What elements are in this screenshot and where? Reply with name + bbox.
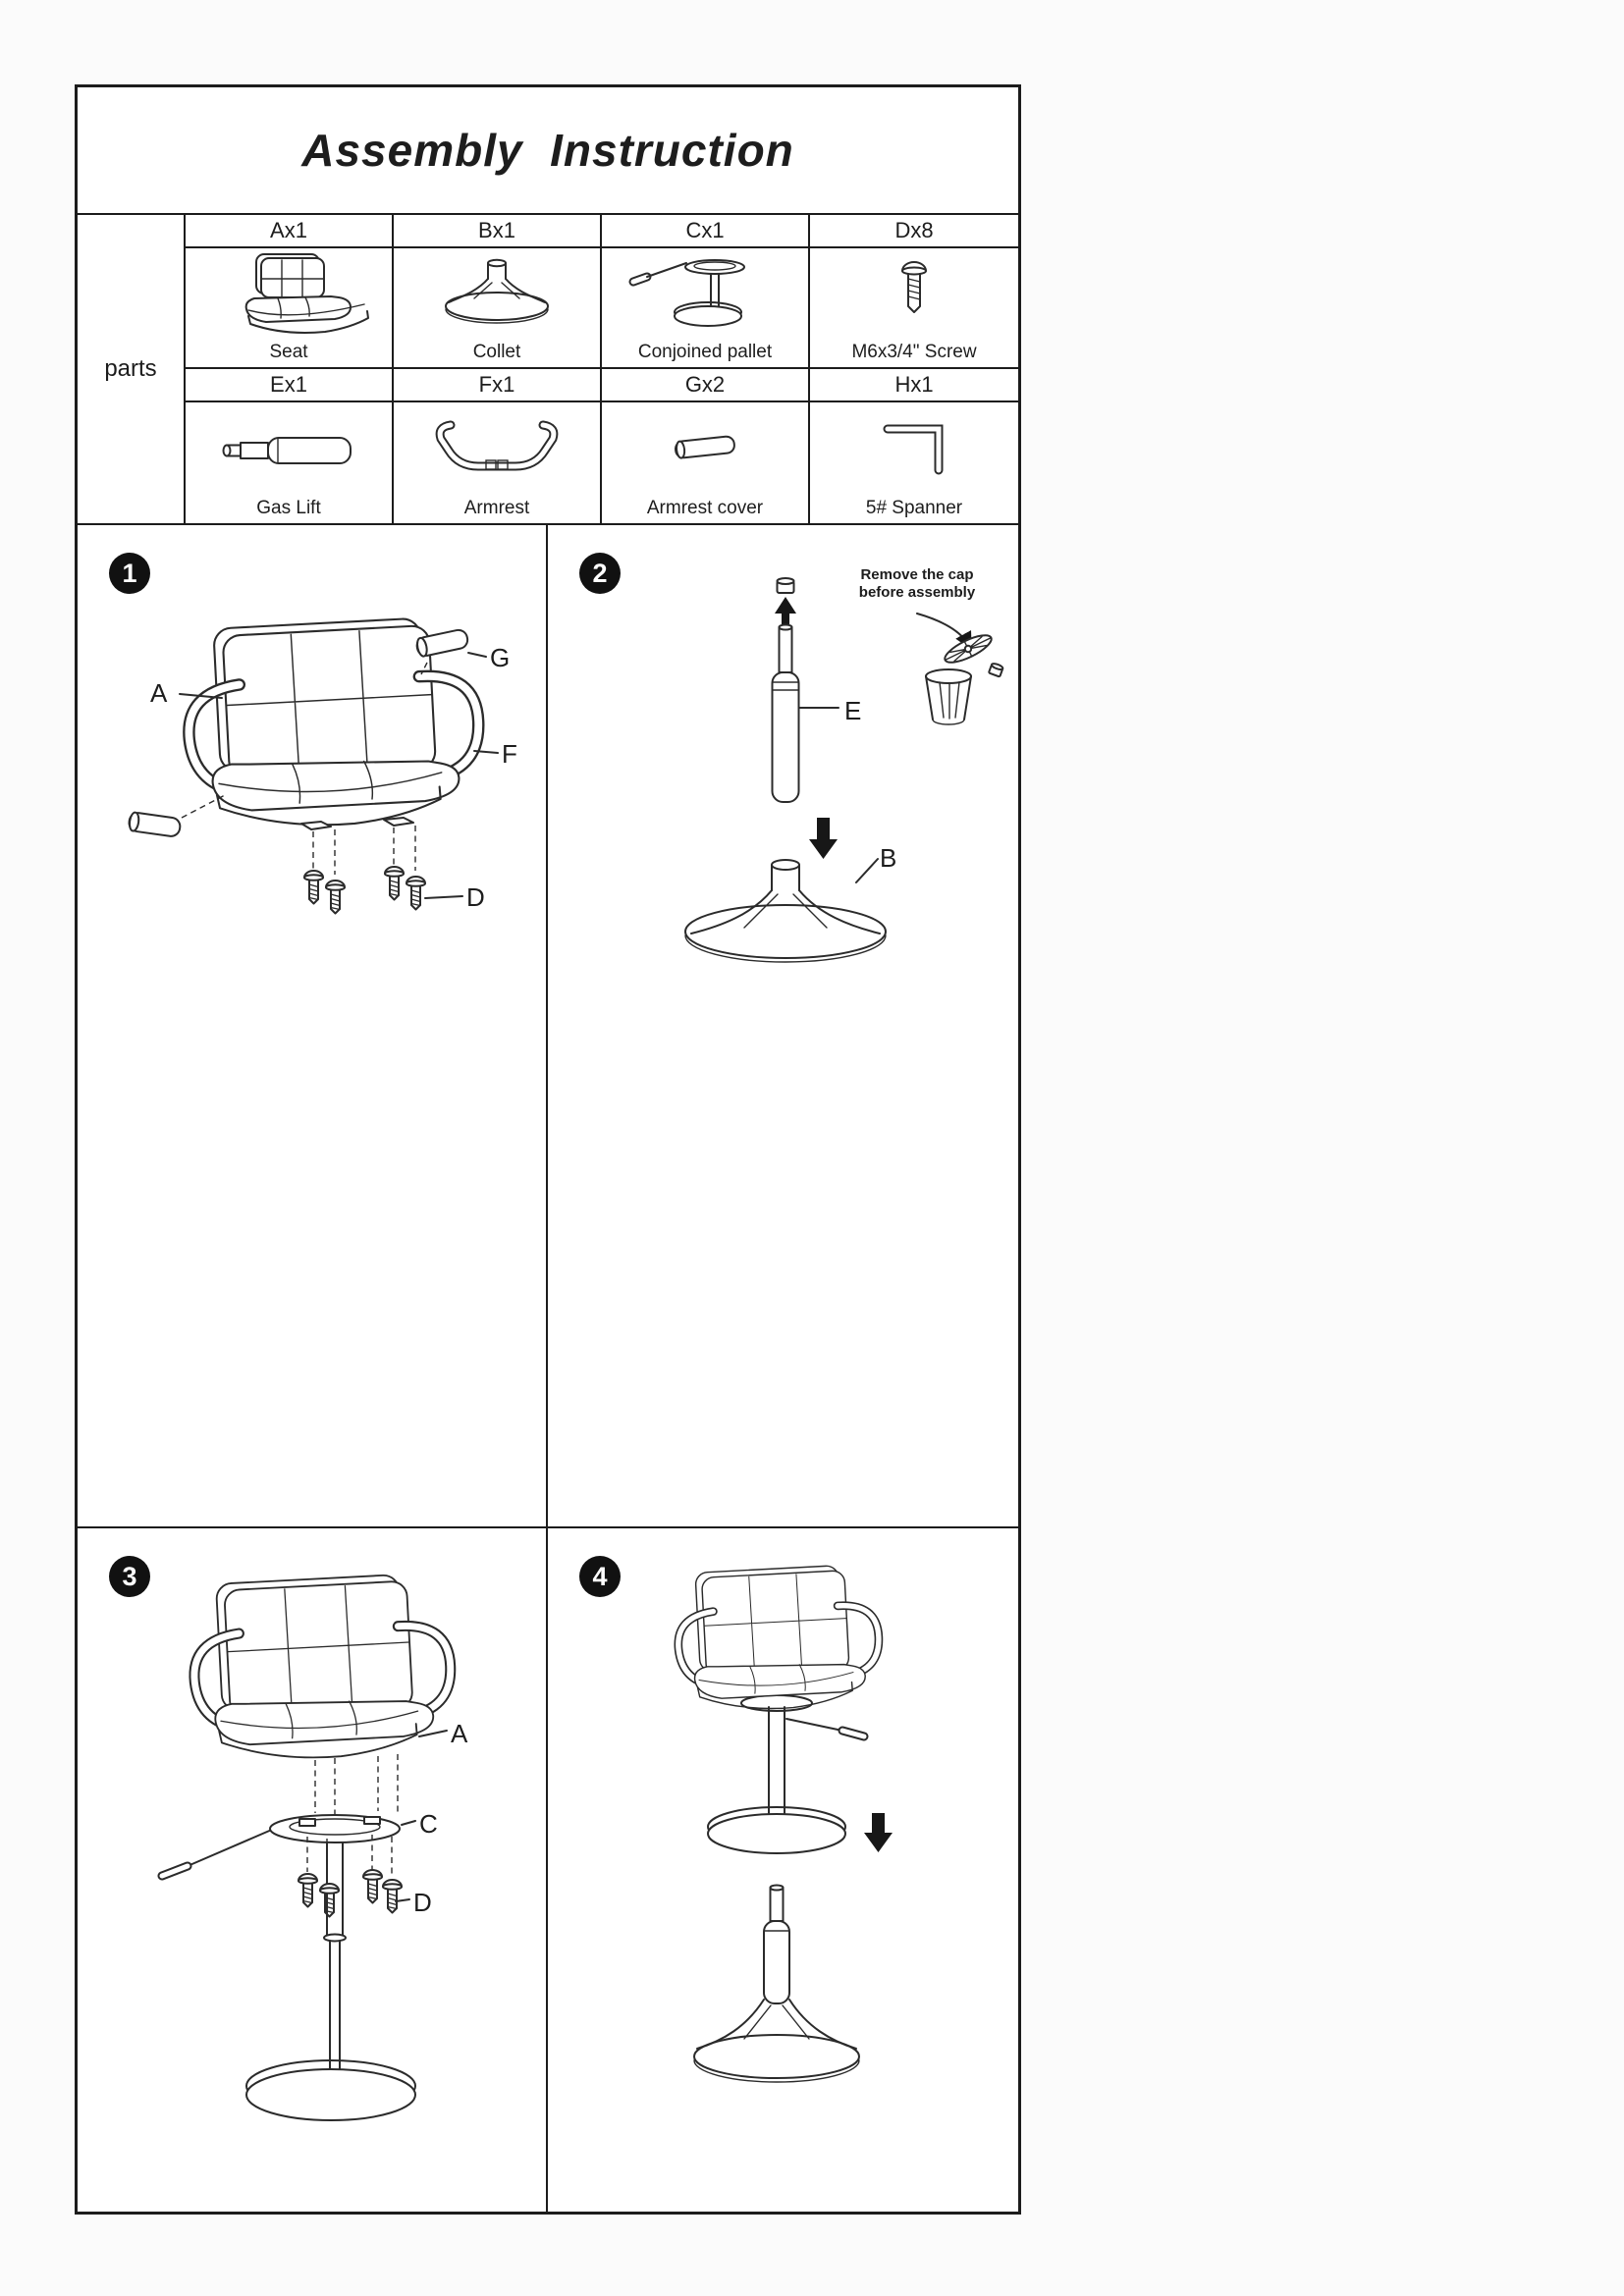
step-3-illustration — [157, 1528, 548, 2121]
callout-e: E — [844, 696, 862, 725]
spanner-icon — [883, 424, 944, 475]
note-line-2: before assembly — [858, 584, 976, 601]
part-name-gas-lift: Gas Lift — [256, 498, 321, 518]
part-cell-conjoined-pallet: Conjoined pallet — [602, 248, 810, 369]
callout-d: D — [466, 882, 485, 912]
trash-bin-icon — [925, 634, 1004, 725]
step-4: 4 — [548, 1528, 1018, 2212]
conjoined-pallet-icon — [628, 259, 745, 327]
step-2-number: 2 — [592, 558, 608, 588]
screw-icon — [901, 261, 927, 313]
callout-a: A — [451, 1719, 468, 1748]
step-1-illustration — [128, 525, 499, 915]
step-4-illustration — [548, 1528, 893, 2083]
armrest-cover-left — [128, 811, 182, 837]
step-2: 2 — [548, 525, 1018, 1528]
part-name-screw: M6x3/4" Screw — [851, 342, 977, 362]
step-2-badge: 2 — [579, 553, 621, 594]
note-text: Remove the cap before assembly — [831, 566, 1003, 602]
step-1-number: 1 — [122, 558, 137, 588]
collet-base-drawing — [684, 859, 887, 963]
step-2-illustration — [684, 577, 1004, 963]
step-3-number: 3 — [122, 1561, 137, 1591]
gas-lift-icon — [222, 437, 352, 464]
title-bar: Assembly Instruction — [78, 87, 1018, 215]
part-name-armrest: Armrest — [463, 498, 530, 518]
part-cell-armrest-cover: Armrest cover — [602, 402, 810, 523]
part-code-h: Hx1 — [810, 369, 1018, 402]
page-title: Assembly Instruction — [301, 125, 794, 176]
callout-d: D — [413, 1888, 432, 1917]
step-3-badge: 3 — [109, 1556, 150, 1597]
part-name-armrest-cover: Armrest cover — [646, 498, 764, 518]
callout-a: A — [150, 678, 168, 708]
base-with-lift-drawing — [693, 1884, 860, 2083]
step-1: 1 — [78, 525, 548, 1528]
part-code-f: Fx1 — [394, 369, 602, 402]
callout-c: C — [419, 1809, 438, 1839]
part-code-e: Ex1 — [186, 369, 394, 402]
parts-table: parts Ax1 Bx1 Cx1 Dx8 Seat — [78, 215, 1018, 525]
seat-icon — [244, 253, 369, 334]
part-code-c: Cx1 — [602, 215, 810, 248]
part-cell-screw: M6x3/4" Screw — [810, 248, 1018, 369]
part-name-conjoined-pallet: Conjoined pallet — [637, 342, 773, 362]
assembly-steps: 1 — [78, 525, 1018, 2212]
instruction-sheet: Assembly Instruction parts Ax1 Bx1 Cx1 D… — [75, 84, 1021, 2215]
parts-row-header: parts — [78, 215, 186, 523]
armrest-icon — [435, 420, 559, 471]
part-name-seat: Seat — [269, 342, 308, 362]
cap-drawing — [776, 577, 795, 594]
step-3: 3 — [78, 1528, 548, 2212]
callout-b: B — [880, 843, 897, 873]
step-4-number: 4 — [592, 1561, 608, 1591]
armrest-cover-top — [415, 628, 469, 658]
part-name-spanner: 5# Spanner — [865, 498, 963, 518]
step-1-badge: 1 — [109, 553, 150, 594]
chair-drawing — [678, 1566, 879, 1709]
part-code-d: Dx8 — [810, 215, 1018, 248]
part-cell-seat: Seat — [186, 248, 394, 369]
callout-f: F — [502, 739, 517, 769]
note-line-1: Remove the cap — [860, 566, 974, 583]
gas-lift-drawing — [771, 623, 800, 803]
up-arrow-icon — [775, 597, 796, 627]
part-code-a: Ax1 — [186, 215, 394, 248]
chair-drawing — [194, 1575, 451, 1757]
down-arrow-icon — [809, 818, 838, 859]
part-cell-gas-lift: Gas Lift — [186, 402, 394, 523]
part-cell-spanner: 5# Spanner — [810, 402, 1018, 523]
callout-g: G — [490, 643, 511, 672]
collet-icon — [445, 258, 549, 324]
part-name-collet: Collet — [472, 342, 521, 362]
step-4-badge: 4 — [579, 1556, 621, 1597]
part-code-b: Bx1 — [394, 215, 602, 248]
part-cell-collet: Collet — [394, 248, 602, 369]
part-code-g: Gx2 — [602, 369, 810, 402]
down-arrow-icon — [864, 1813, 893, 1852]
part-cell-armrest: Armrest — [394, 402, 602, 523]
armrest-cover-icon — [675, 435, 735, 459]
